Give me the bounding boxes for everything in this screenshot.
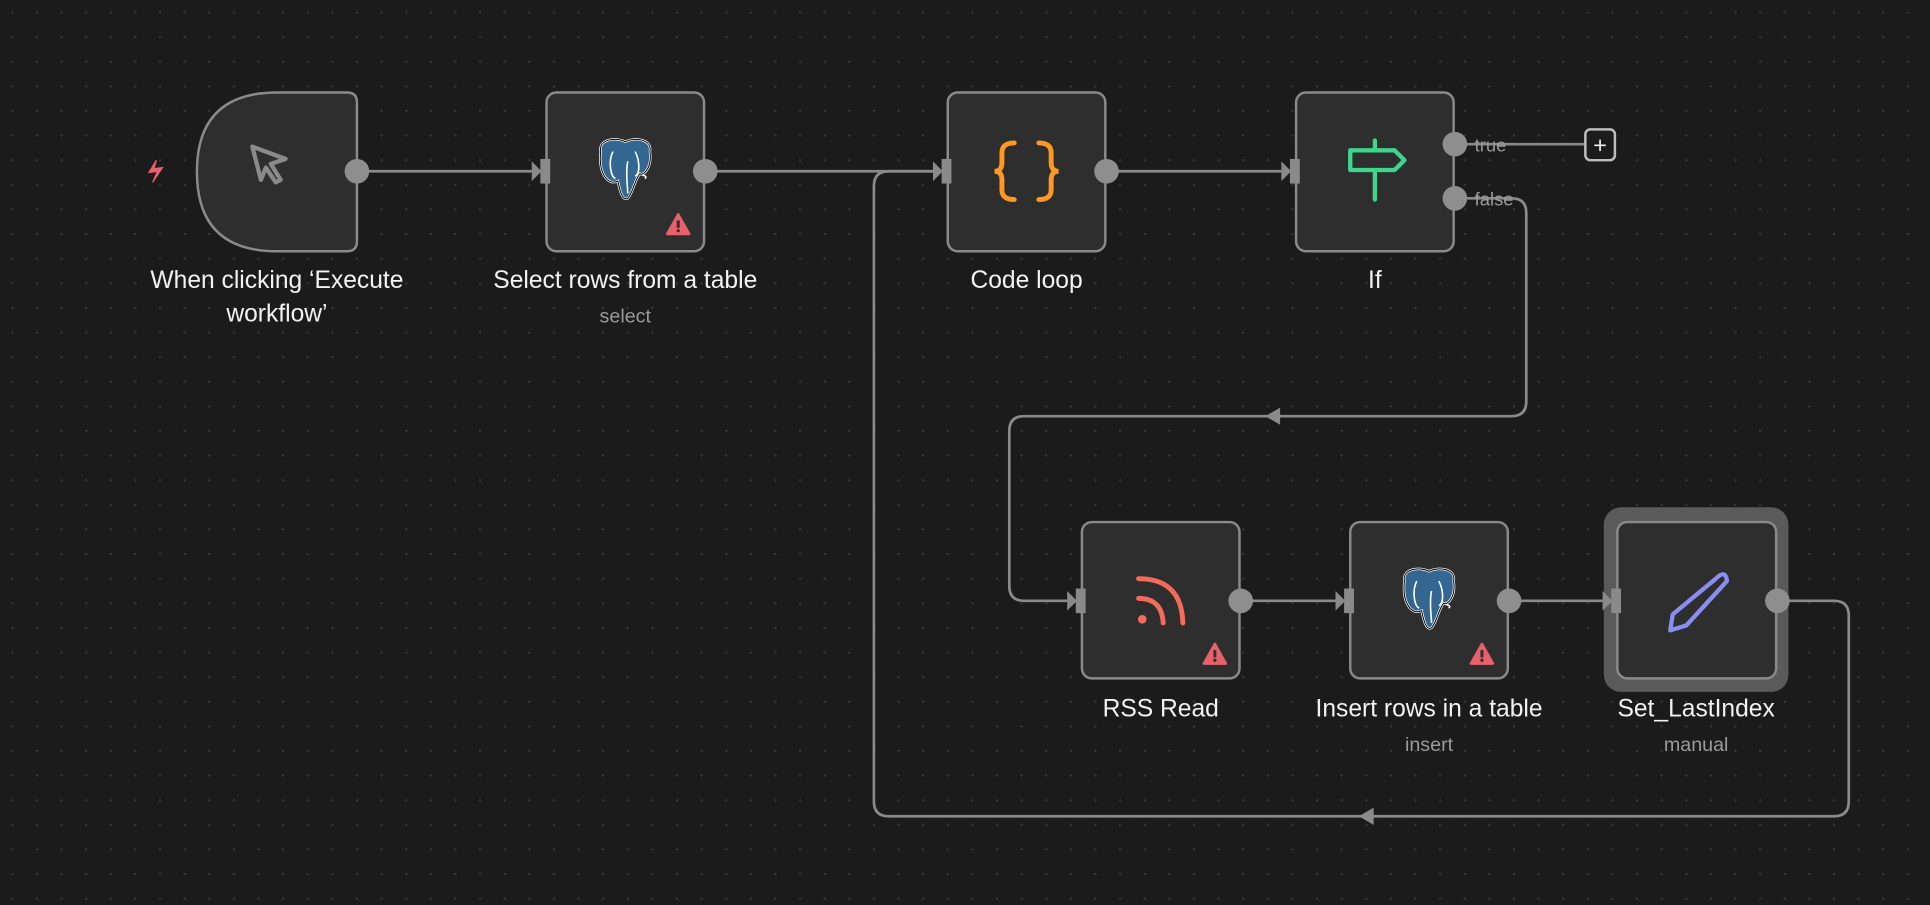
node-title: workflow’: [225, 300, 327, 327]
output-label-false: false: [1475, 189, 1514, 210]
add-node-button[interactable]: +: [1584, 128, 1617, 162]
node-title: If: [1368, 267, 1382, 294]
output-label-true: true: [1475, 135, 1507, 156]
node-title: When clicking ‘Execute: [150, 267, 403, 294]
output-handle[interactable]: [1496, 588, 1522, 614]
node-subtitle: insert: [1405, 734, 1454, 756]
connections: [356, 142, 1851, 825]
node-title: Insert rows in a table: [1316, 696, 1543, 723]
pencil-icon: [1668, 572, 1730, 633]
node-trigger[interactable]: When clicking ‘Execute workflow’: [147, 91, 404, 327]
output-handle[interactable]: [692, 158, 718, 184]
signpost-icon: [1348, 138, 1407, 202]
node-title: Set_LastIndex: [1617, 696, 1775, 723]
node-rss-read[interactable]: RSS Read: [1067, 520, 1254, 723]
output-handle-true[interactable]: [1442, 131, 1468, 157]
lightning-icon: [147, 159, 164, 183]
rss-icon: [1136, 576, 1186, 626]
node-code-loop[interactable]: Code loop: [932, 91, 1119, 294]
plus-icon: +: [1593, 132, 1607, 158]
cursor-icon: [250, 144, 288, 185]
node-select-rows[interactable]: Select rows from a table select: [493, 91, 757, 328]
output-handle[interactable]: [1228, 588, 1254, 614]
arrow-left-icon: [1358, 807, 1374, 825]
node-subtitle: select: [600, 306, 652, 328]
node-if[interactable]: true false If: [1281, 91, 1514, 294]
node-title: RSS Read: [1103, 696, 1219, 723]
output-handle[interactable]: [1765, 588, 1790, 614]
node-subtitle: manual: [1664, 734, 1729, 756]
node-insert-rows[interactable]: Insert rows in a table insert: [1316, 520, 1543, 756]
arrow-left-icon: [1265, 407, 1281, 425]
node-set-last-index[interactable]: Set_LastIndex manual: [1602, 507, 1790, 756]
code-braces-icon: [994, 140, 1059, 203]
output-handle[interactable]: [1094, 158, 1119, 184]
output-handle[interactable]: [344, 158, 370, 184]
output-handle-false[interactable]: [1442, 186, 1468, 211]
node-title: Code loop: [970, 267, 1082, 294]
node-title: Select rows from a table: [493, 267, 757, 294]
